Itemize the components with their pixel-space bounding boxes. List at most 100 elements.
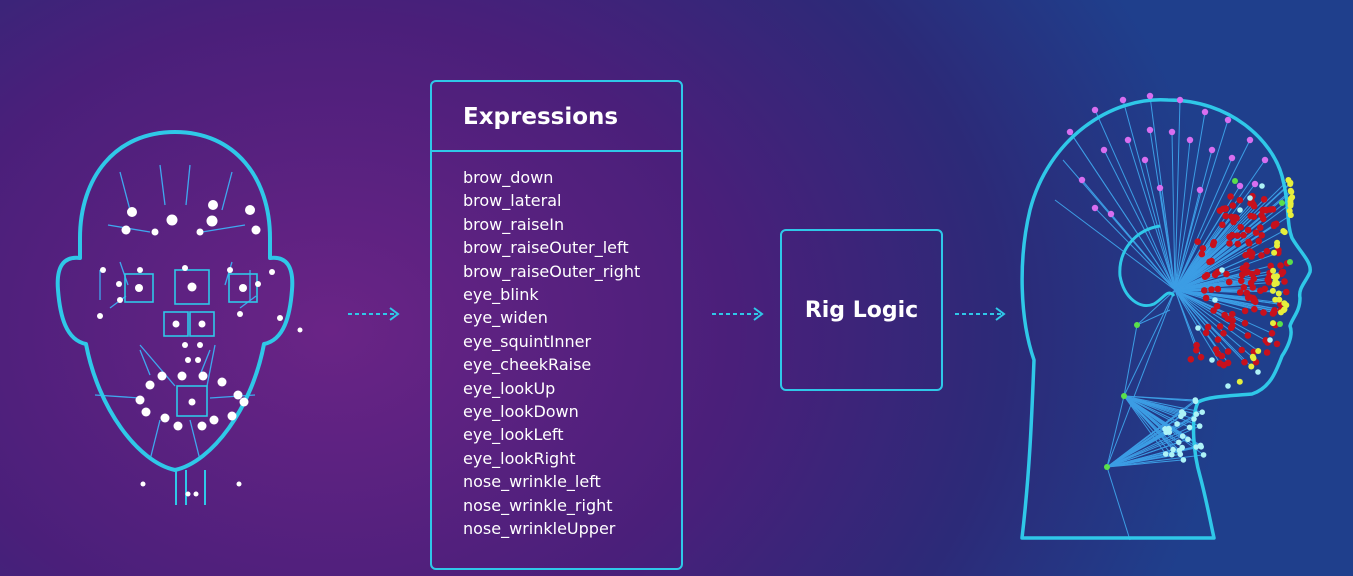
ear-outline	[1118, 224, 1176, 307]
rig-joint	[1119, 96, 1127, 104]
rig-joint	[145, 380, 155, 390]
rig-joint	[1177, 451, 1184, 458]
rig-joint	[1224, 348, 1232, 355]
rig-joint	[237, 311, 243, 317]
rig-joint	[196, 228, 204, 236]
rig-joint	[1185, 436, 1191, 443]
rig-joint	[1264, 276, 1271, 284]
rig-joint	[233, 390, 243, 400]
rig-joint	[1194, 238, 1201, 245]
rig-joint	[255, 281, 261, 287]
rig-joint	[1176, 439, 1182, 446]
rig-joint	[1246, 136, 1254, 144]
rig-joint	[1278, 309, 1284, 316]
rig-joint	[116, 281, 122, 287]
rig-joint	[1229, 310, 1236, 318]
rig-joint	[198, 320, 206, 328]
rig-joint	[1220, 330, 1227, 337]
rig-joint	[1212, 346, 1220, 353]
rig-joint	[1236, 378, 1243, 385]
rig-logic-box: Rig Logic	[780, 229, 943, 391]
rig-joint	[151, 228, 159, 236]
rig-joint	[227, 267, 233, 273]
rig-joint	[1267, 337, 1273, 343]
rig-joint	[1232, 178, 1238, 184]
rig-joint	[1238, 277, 1245, 285]
rig-joint	[1247, 279, 1255, 287]
rig-joint	[1179, 409, 1185, 415]
rig-joint	[197, 342, 203, 348]
rig-joint	[1243, 262, 1250, 269]
rig-joint	[1271, 281, 1278, 288]
rig-joint	[1091, 106, 1099, 114]
rig-joint	[1174, 421, 1180, 427]
panel-title: Expressions	[432, 82, 681, 152]
rig-joint	[227, 411, 237, 421]
rig-joint	[277, 315, 283, 321]
rig-joint	[1258, 232, 1266, 239]
rig-joint	[1193, 341, 1200, 349]
rig-joint	[1269, 310, 1277, 317]
rig-joint	[1224, 359, 1232, 367]
rig-joint	[1199, 245, 1207, 252]
rig-joint	[1244, 226, 1252, 234]
rig-joint	[1219, 221, 1226, 229]
rig-joint	[1281, 278, 1288, 285]
rig-joint	[1251, 305, 1258, 313]
rig-joint	[1287, 179, 1294, 186]
rig-joint	[1104, 464, 1110, 470]
rig-joint	[1196, 186, 1204, 194]
rig-joint	[1250, 355, 1257, 362]
rig-joint	[1274, 242, 1280, 249]
rig-joint	[127, 207, 137, 217]
rig-joint	[1256, 224, 1264, 231]
rig-joint	[1201, 273, 1209, 281]
expression-item: nose_wrinkleUpper	[463, 519, 616, 539]
rig-joint	[1258, 252, 1265, 259]
rig-joint	[1279, 200, 1285, 206]
rig-logic-label: Rig Logic	[804, 297, 919, 323]
rig-joint	[1273, 340, 1281, 348]
rig-joint	[1200, 452, 1207, 458]
rig-joint	[135, 284, 143, 292]
rig-joint	[1263, 349, 1271, 356]
rig-joint	[1240, 284, 1248, 291]
rig-joint	[1246, 240, 1253, 247]
rig-joint	[1272, 296, 1279, 303]
rig-joint	[185, 357, 191, 363]
rig-joint	[1229, 202, 1237, 209]
rig-joint	[1214, 285, 1222, 293]
expression-item: eye_cheekRaise	[463, 355, 592, 375]
rig-joint	[1242, 251, 1249, 259]
rig-joint	[1219, 267, 1225, 273]
rig-joint	[1238, 346, 1245, 354]
rig-joint	[1237, 207, 1243, 213]
rig-joint	[1209, 357, 1215, 363]
rig-joint	[1187, 356, 1195, 363]
rig-joint	[1270, 267, 1277, 274]
rig-joint	[1192, 398, 1199, 405]
rig-joint	[239, 284, 247, 292]
rig-joint	[1191, 416, 1197, 422]
rig-joint	[1234, 240, 1242, 248]
expression-item: eye_lookLeft	[463, 425, 564, 445]
rig-joint	[1212, 270, 1220, 278]
rig-joint	[251, 225, 261, 235]
rig-joint	[1165, 425, 1172, 432]
rig-joint	[1244, 332, 1252, 339]
rig-joint	[182, 342, 188, 348]
rig-joint	[1078, 176, 1086, 184]
rig-joint	[1241, 307, 1249, 315]
rig-joint	[1255, 369, 1261, 375]
rig-joint	[1250, 213, 1258, 220]
rig-joint	[1201, 287, 1208, 294]
expression-item: eye_lookUp	[463, 378, 556, 398]
expression-item: brow_raiseIn	[463, 214, 565, 234]
rig-joint	[1223, 270, 1230, 278]
rig-joint	[1186, 424, 1193, 431]
rig-joint	[1193, 411, 1200, 418]
expression-item: brow_raiseOuter_left	[463, 238, 629, 258]
rig-joint	[1271, 249, 1278, 256]
